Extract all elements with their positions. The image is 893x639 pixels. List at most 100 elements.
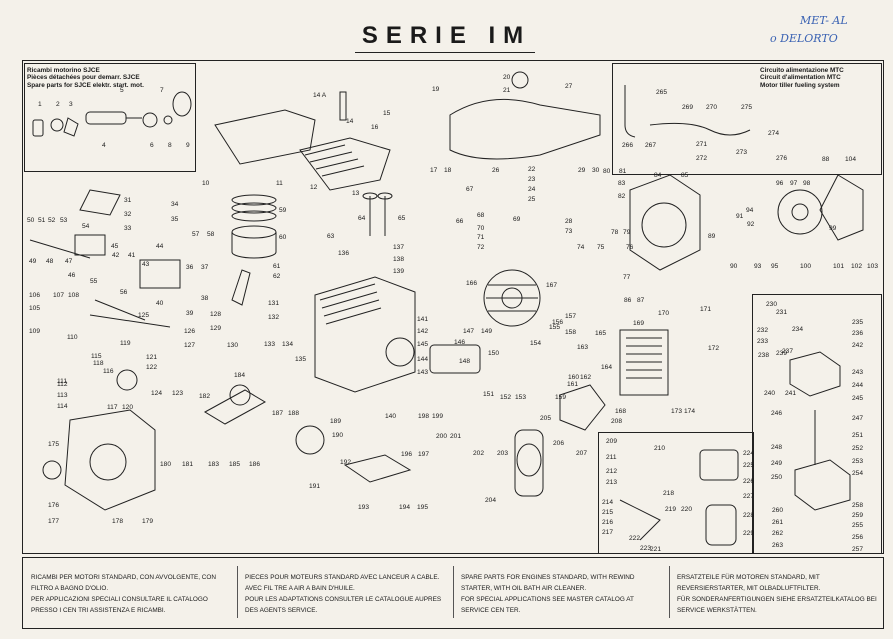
part-number-label: 137 [393, 244, 405, 251]
part-number-label: 75 [597, 244, 605, 251]
part-number-label: 259 [852, 512, 864, 519]
part-number-label: 225 [743, 462, 755, 469]
part-number-label: 216 [602, 519, 614, 526]
part-number-label: 198 [418, 413, 430, 420]
starter-part-6 [142, 112, 158, 128]
part-number-label: 124 [151, 390, 163, 397]
part-number-label: 234 [792, 326, 804, 333]
part-number-label: 5 [120, 87, 124, 94]
cover-bearing [89, 443, 127, 481]
part-number-label: 99 [829, 225, 837, 232]
part-number-label: 56 [120, 289, 128, 296]
mount-bracket [343, 454, 412, 483]
part-number-label: 194 [399, 504, 411, 511]
part-number-label: 238 [758, 352, 770, 359]
part-number-label: 88 [822, 156, 830, 163]
part-number-label: 190 [332, 432, 344, 439]
part-number-label: 62 [273, 273, 281, 280]
flywheel-fins [486, 284, 538, 312]
starter-part-8 [163, 115, 173, 125]
part-number-label: 266 [622, 142, 634, 149]
crankcase-cover [64, 409, 156, 511]
part-number-label: 163 [577, 344, 589, 351]
part-number-label: 208 [611, 418, 623, 425]
part-number-label: 4 [102, 142, 106, 149]
starter-cover [819, 174, 864, 241]
part-number-label: 74 [577, 244, 585, 251]
part-number-label: 58 [207, 231, 215, 238]
part-number-label: 180 [160, 461, 172, 468]
spark-plug [339, 91, 347, 121]
filter-bowl [705, 504, 737, 546]
part-number-label: 20 [503, 74, 511, 81]
block-fins [319, 283, 382, 325]
part-number-label: 243 [852, 369, 864, 376]
part-number-label: 140 [385, 413, 397, 420]
head-fins [304, 144, 365, 177]
footer-it-line-1: RICAMBI PER MOTORI STANDARD, CON AVVOLGE… [31, 574, 216, 592]
part-number-label: 218 [663, 490, 675, 497]
part-number-label: 11 [276, 180, 283, 187]
part-number-label: 181 [182, 461, 194, 468]
footer-sep-2 [453, 566, 454, 618]
part-number-label: 38 [201, 295, 209, 302]
part-number-label: 138 [393, 256, 405, 263]
shroud [214, 109, 316, 165]
part-number-label: 102 [851, 263, 863, 270]
ring-1 [231, 194, 277, 206]
footer-col-fr: PIECES POUR MOTEURS STANDARD AVEC LANCEU… [245, 572, 445, 616]
part-number-label: 66 [456, 218, 464, 225]
part-number-label: 202 [473, 450, 485, 457]
air-filter-box [619, 329, 669, 396]
part-number-label: 48 [46, 258, 54, 265]
part-number-label: 135 [295, 356, 307, 363]
part-number-label: 133 [264, 341, 276, 348]
part-number-label: 2 [56, 101, 60, 108]
crank-web [229, 384, 251, 406]
part-number-label: 229 [743, 530, 755, 537]
part-number-label: 14 [346, 118, 354, 125]
part-number-label: 60 [279, 234, 287, 241]
part-number-label: 81 [619, 168, 627, 175]
part-number-label: 214 [602, 499, 614, 506]
seal [42, 460, 62, 480]
part-number-label: 90 [730, 263, 738, 270]
part-number-label: 101 [833, 263, 845, 270]
part-number-label: 199 [432, 413, 444, 420]
part-number-label: 50 [27, 217, 35, 224]
part-number-label: 64 [358, 215, 366, 222]
part-number-label: 230 [766, 301, 778, 308]
part-number-label: 232 [757, 327, 769, 334]
muffler [429, 344, 481, 374]
part-number-label: 1 [38, 101, 42, 108]
part-number-label: 45 [111, 243, 119, 250]
footer-en-line-1: SPARE PARTS FOR ENGINES STANDARD, WITH R… [461, 574, 635, 592]
tank-cap [511, 71, 529, 89]
part-number-label: 185 [229, 461, 241, 468]
part-number-label: 12 [310, 184, 318, 191]
connecting-rod [231, 269, 251, 306]
part-number-label: 228 [743, 512, 755, 519]
footer-col-de: ERSATZTEILE FÜR MOTOREN STANDARD, MIT RE… [677, 572, 877, 616]
part-number-label: 171 [700, 306, 712, 313]
starter-title-fr: Pièces détachées pour demarr. SJCE [27, 74, 140, 82]
cleaner-mesh [516, 443, 542, 477]
starter-title-it: Ricambi motorino SJCE [27, 67, 100, 74]
part-number-label: 73 [565, 228, 573, 235]
housing-opening [641, 202, 687, 248]
part-number-label: 169 [633, 320, 645, 327]
part-number-label: 29 [578, 167, 586, 174]
part-number-label: 44 [156, 243, 164, 250]
part-number-label: 157 [565, 313, 577, 320]
part-number-label: 83 [618, 180, 626, 187]
footer-de-line-2: FÜR SONDERANFERTIGUNGEN SIEHE ERSATZTEIL… [677, 596, 877, 614]
part-number-label: 254 [852, 470, 864, 477]
ring-2 [231, 202, 277, 214]
part-number-label: 251 [852, 432, 864, 439]
part-number-label: 257 [852, 546, 864, 553]
fuel-title-en: Motor tiller fueling system [760, 81, 840, 89]
part-number-label: 54 [82, 223, 90, 230]
footer-it-line-2: PER APPLICAZIONI SPECIALI CONSULTARE IL … [31, 596, 208, 614]
part-number-label: 94 [746, 207, 754, 214]
